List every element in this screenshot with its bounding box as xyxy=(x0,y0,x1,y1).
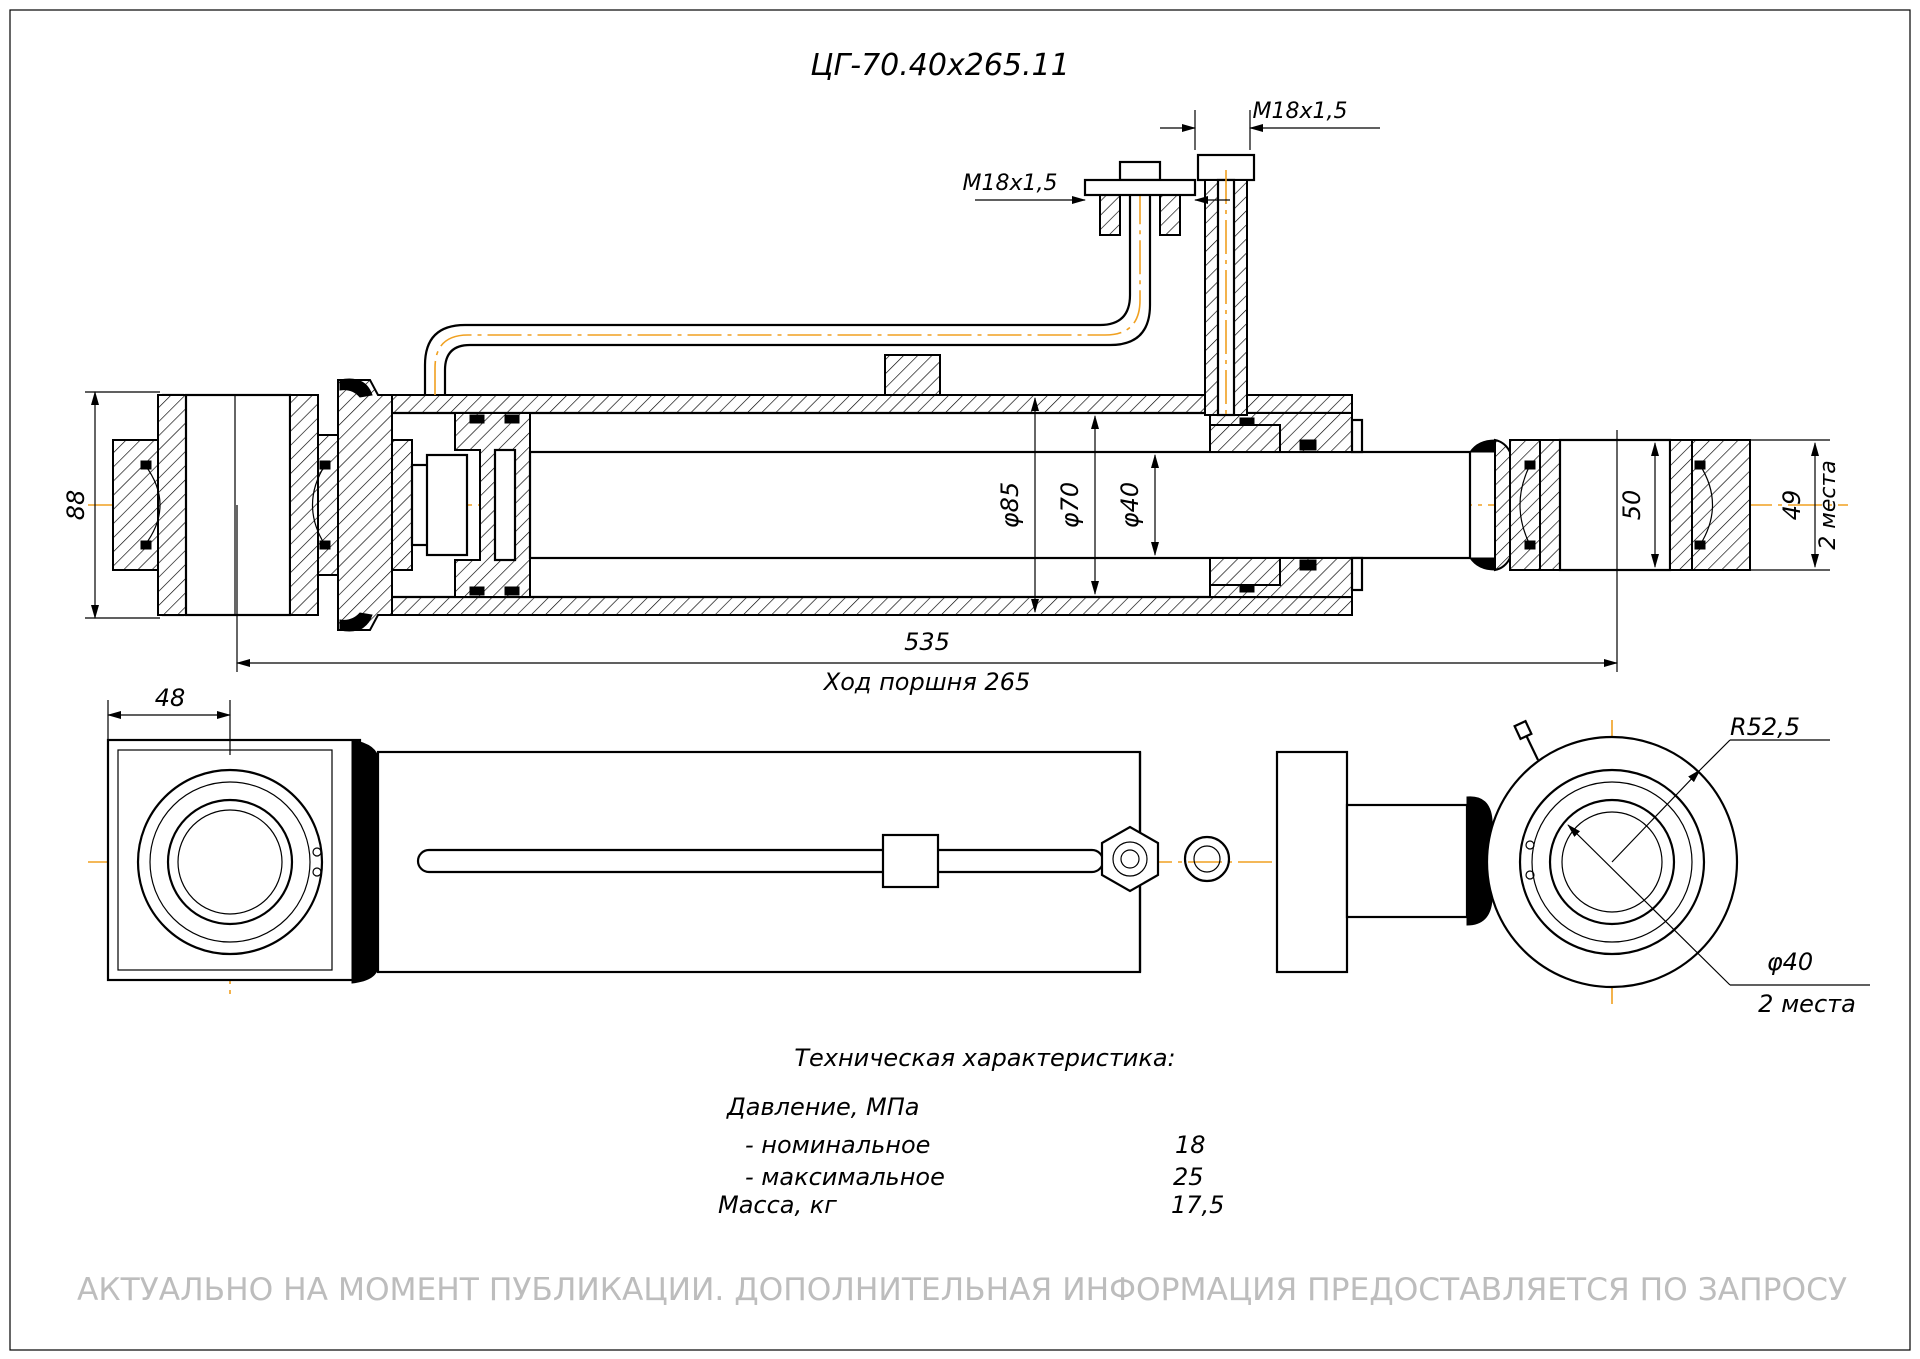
dim-48-label: 48 xyxy=(155,684,186,712)
dim-right-eye: 50 49 2 места xyxy=(1618,439,1841,571)
places-label-right: 2 места xyxy=(1816,460,1841,550)
dim-diameters: φ85 φ70 φ40 xyxy=(996,397,1159,613)
head-block xyxy=(106,738,379,984)
dim-r52: R52,5 xyxy=(1611,713,1830,863)
tube-bracket xyxy=(884,354,941,396)
dim-88-label: 88 xyxy=(62,490,90,521)
places-label-eye: 2 места xyxy=(1758,990,1856,1018)
specs-heading: Техническая характеристика: xyxy=(794,1044,1175,1072)
tube-side xyxy=(416,825,1231,893)
max-value: 25 xyxy=(1173,1163,1204,1191)
thread-dim-left: М18х1,5 xyxy=(963,171,1230,204)
thread-label-top: М18х1,5 xyxy=(1253,99,1348,124)
dim-40-label: φ40 xyxy=(1116,482,1144,528)
right-eye-side xyxy=(1485,719,1739,989)
right-eye-section xyxy=(1469,438,1751,572)
mass-value: 17,5 xyxy=(1171,1191,1224,1219)
specs-block: Техническая характеристика: Давление, МП… xyxy=(718,1044,1224,1219)
sheet-frame xyxy=(9,9,1911,1351)
max-label: - максимальное xyxy=(745,1163,945,1191)
gland-side xyxy=(1275,750,1349,974)
dim-48: 48 xyxy=(107,684,231,755)
dim-49-label: 49 xyxy=(1778,490,1806,521)
nominal-value: 18 xyxy=(1175,1131,1206,1159)
left-eye-section xyxy=(112,393,341,617)
mass-label: Масса, кг xyxy=(718,1191,837,1219)
barrel-wall-bottom xyxy=(391,596,1353,616)
dim-70-label: φ70 xyxy=(1056,482,1084,528)
dim-50-label: 50 xyxy=(1618,490,1646,521)
nominal-label: - номинальное xyxy=(745,1131,930,1159)
thread-label-left: М18х1,5 xyxy=(963,171,1058,196)
cylinder-bottom xyxy=(337,378,413,632)
rod-side xyxy=(1345,803,1469,919)
stroke-label: Ход поршня 265 xyxy=(822,668,1030,696)
dim-535: 535 Ход поршня 265 xyxy=(236,430,1618,696)
pressure-label: Давление, МПа xyxy=(726,1093,919,1121)
dim-r52-label: R52,5 xyxy=(1730,713,1800,741)
side-view: 48 R52,5 φ40 2 места xyxy=(88,684,1870,1018)
publication-notice: АКТУАЛЬНО НА МОМЕНТ ПУБЛИКАЦИИ. ДОПОЛНИТ… xyxy=(77,1272,1847,1308)
section-view: М18х1,5 М18х1,5 88 φ85 φ70 φ40 xyxy=(62,99,1848,696)
straight-tube xyxy=(1196,153,1256,420)
drawing-title: ЦГ-70.40х265.11 xyxy=(810,48,1069,83)
bent-tube xyxy=(423,160,1197,395)
rod-section xyxy=(528,450,1472,560)
thread-dim-top: М18х1,5 xyxy=(1160,99,1380,150)
dim-88: 88 xyxy=(62,391,160,619)
dim-eye-hole: φ40 2 места xyxy=(1567,824,1870,1018)
dim-eye-hole-label: φ40 xyxy=(1767,948,1813,976)
dim-85-label: φ85 xyxy=(996,482,1024,528)
rod-gland xyxy=(1209,412,1364,598)
dim-535-label: 535 xyxy=(904,628,950,656)
